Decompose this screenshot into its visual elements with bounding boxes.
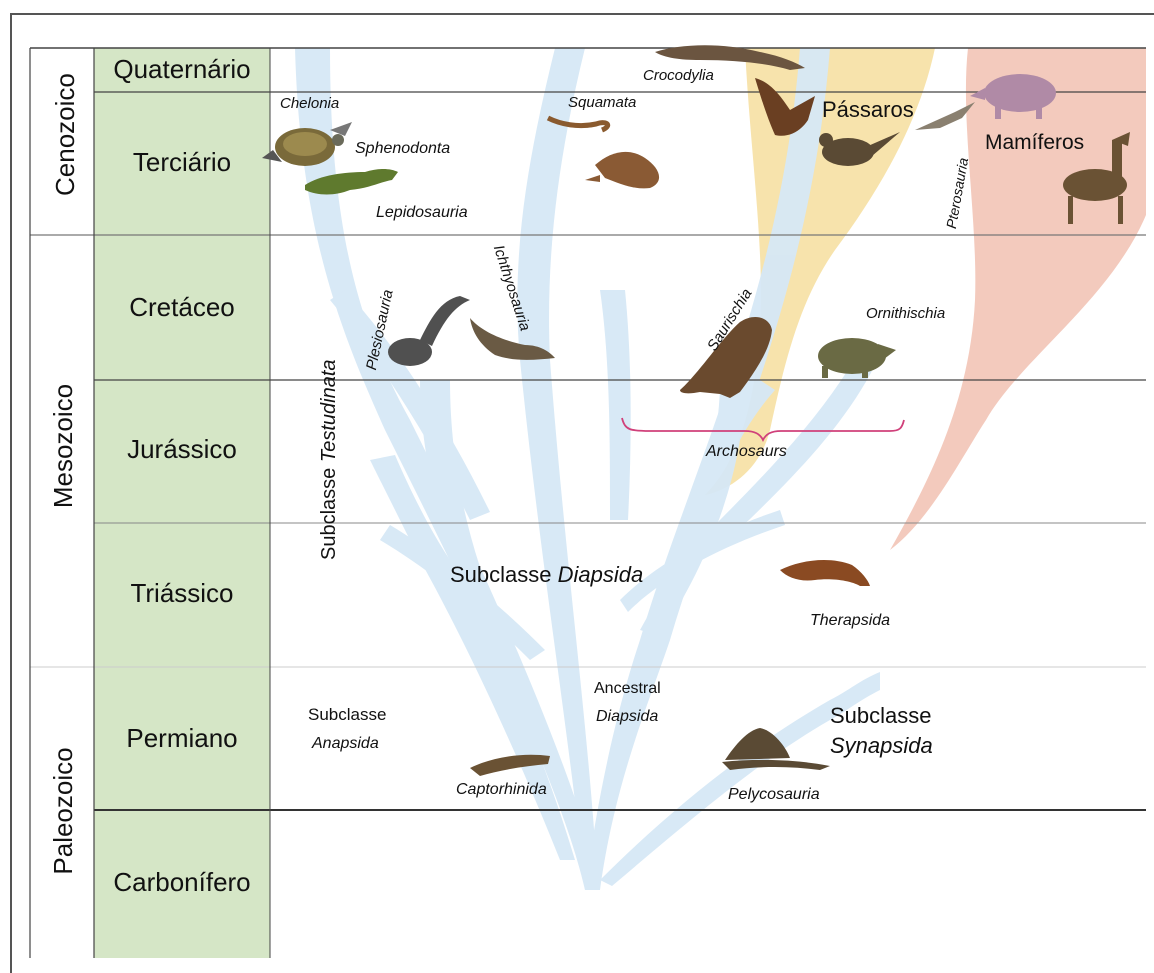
label-captorhinida: Captorhinida	[456, 781, 547, 799]
label-lepidosauria: Lepidosauria	[376, 204, 468, 222]
label-squamata: Squamata	[568, 94, 636, 111]
era-mesozoico: Mesozoico	[48, 376, 78, 516]
label-ancestral-line1: Ancestral	[594, 680, 661, 698]
label-ancestral-line2: Diapsida	[596, 708, 658, 726]
mammal-branch	[890, 48, 1146, 550]
label-crocodylia: Crocodylia	[643, 67, 714, 84]
era-cenozoico: Cenozoico	[50, 86, 80, 196]
label-testudinata-name: Testudinata	[318, 359, 340, 462]
therapsid-icon	[780, 560, 870, 586]
label-synapsida-line2: Synapsida	[830, 733, 933, 759]
label-sphenodonta: Sphenodonta	[355, 140, 450, 158]
label-anapsida-line2: Anapsida	[312, 735, 379, 753]
label-diapsida: Subclasse Diapsida	[450, 562, 643, 588]
period-terciario: Terciário	[94, 147, 270, 178]
lizard-icon	[585, 152, 659, 189]
period-jurassico: Jurássico	[94, 434, 270, 465]
period-column	[94, 48, 270, 958]
label-diapsida-name: Diapsida	[558, 562, 644, 587]
label-synapsida-line1: Subclasse	[830, 703, 932, 729]
period-quaternario: Quaternário	[94, 54, 270, 85]
label-anapsida-line1: Subclasse	[308, 705, 386, 725]
label-therapsida: Therapsida	[810, 612, 890, 630]
turtle-icon	[262, 122, 352, 166]
era-paleozoico: Paleozoico	[48, 746, 78, 876]
pterosaur-icon	[915, 102, 975, 130]
label-archosaurs: Archosaurs	[706, 443, 787, 461]
label-passaros: Pássaros	[822, 97, 914, 123]
period-cretaceo: Cretáceo	[94, 292, 270, 323]
plesiosaur-icon	[388, 296, 470, 366]
period-permiano: Permiano	[94, 723, 270, 754]
label-mamiferos: Mamíferos	[985, 131, 1084, 155]
label-testudinata-prefix: Subclasse	[318, 462, 340, 560]
label-testudinata: Subclasse Testudinata	[318, 359, 341, 560]
period-carbonifero: Carbonífero	[94, 867, 270, 898]
label-ornithischia: Ornithischia	[866, 305, 945, 322]
label-diapsida-prefix: Subclasse	[450, 562, 558, 587]
period-triassico: Triássico	[94, 578, 270, 609]
label-chelonia: Chelonia	[280, 95, 339, 112]
label-pelycosauria: Pelycosauria	[728, 786, 820, 804]
ceratopsian-icon	[818, 338, 896, 378]
